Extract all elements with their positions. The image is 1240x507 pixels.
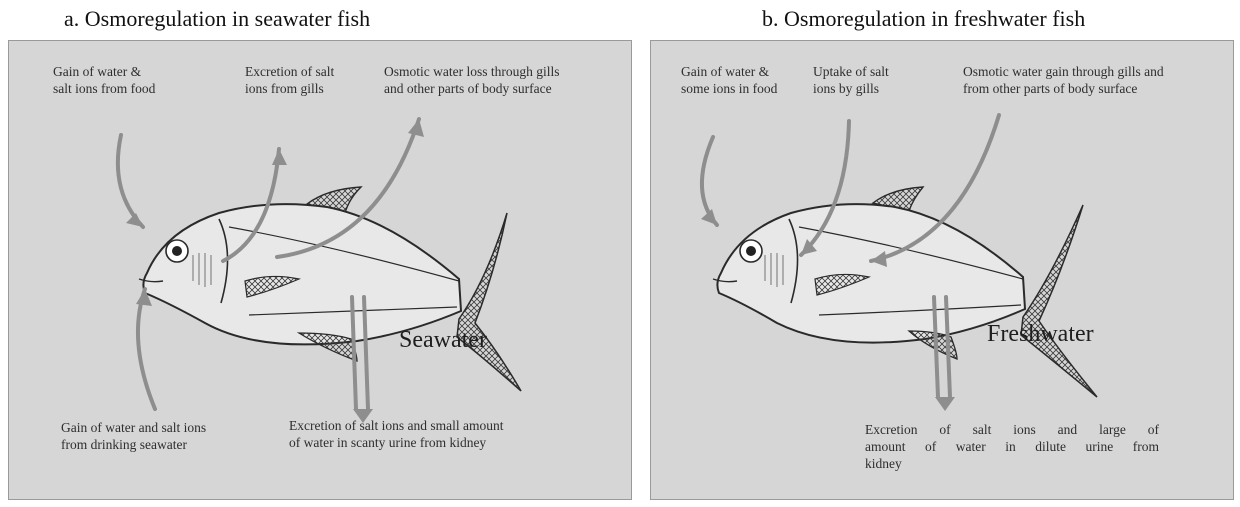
arrow-drink-in [138,289,155,409]
fish-tail [457,213,521,391]
arrowhead-kidney [935,397,955,411]
arrowhead-food [126,213,143,227]
arrowhead-surface [408,119,424,137]
seawater-label: Seawater [399,327,487,354]
panel-a-seawater: Gain of water &salt ions from food Excre… [8,40,632,500]
panel-b-freshwater: Gain of water &some ions in food Uptake … [650,40,1234,500]
fish-body [717,204,1025,343]
fish-illustration [139,187,521,391]
fish-tail [1021,205,1097,397]
arrow-food-in [118,135,143,227]
freshwater-label: Freshwater [987,321,1094,348]
panel-b-title: b. Osmoregulation in freshwater fish [762,6,1085,32]
food-gain-label: Gain of water &salt ions from food [53,63,155,97]
panel-a-title: a. Osmoregulation in seawater fish [64,6,370,32]
food-gain-label: Gain of water &some ions in food [681,63,777,97]
fish-illustration [713,187,1097,397]
fish-body [143,204,461,344]
fish-pupil [746,246,756,256]
arrowhead-gill [272,149,287,165]
fish-pupil [172,246,182,256]
